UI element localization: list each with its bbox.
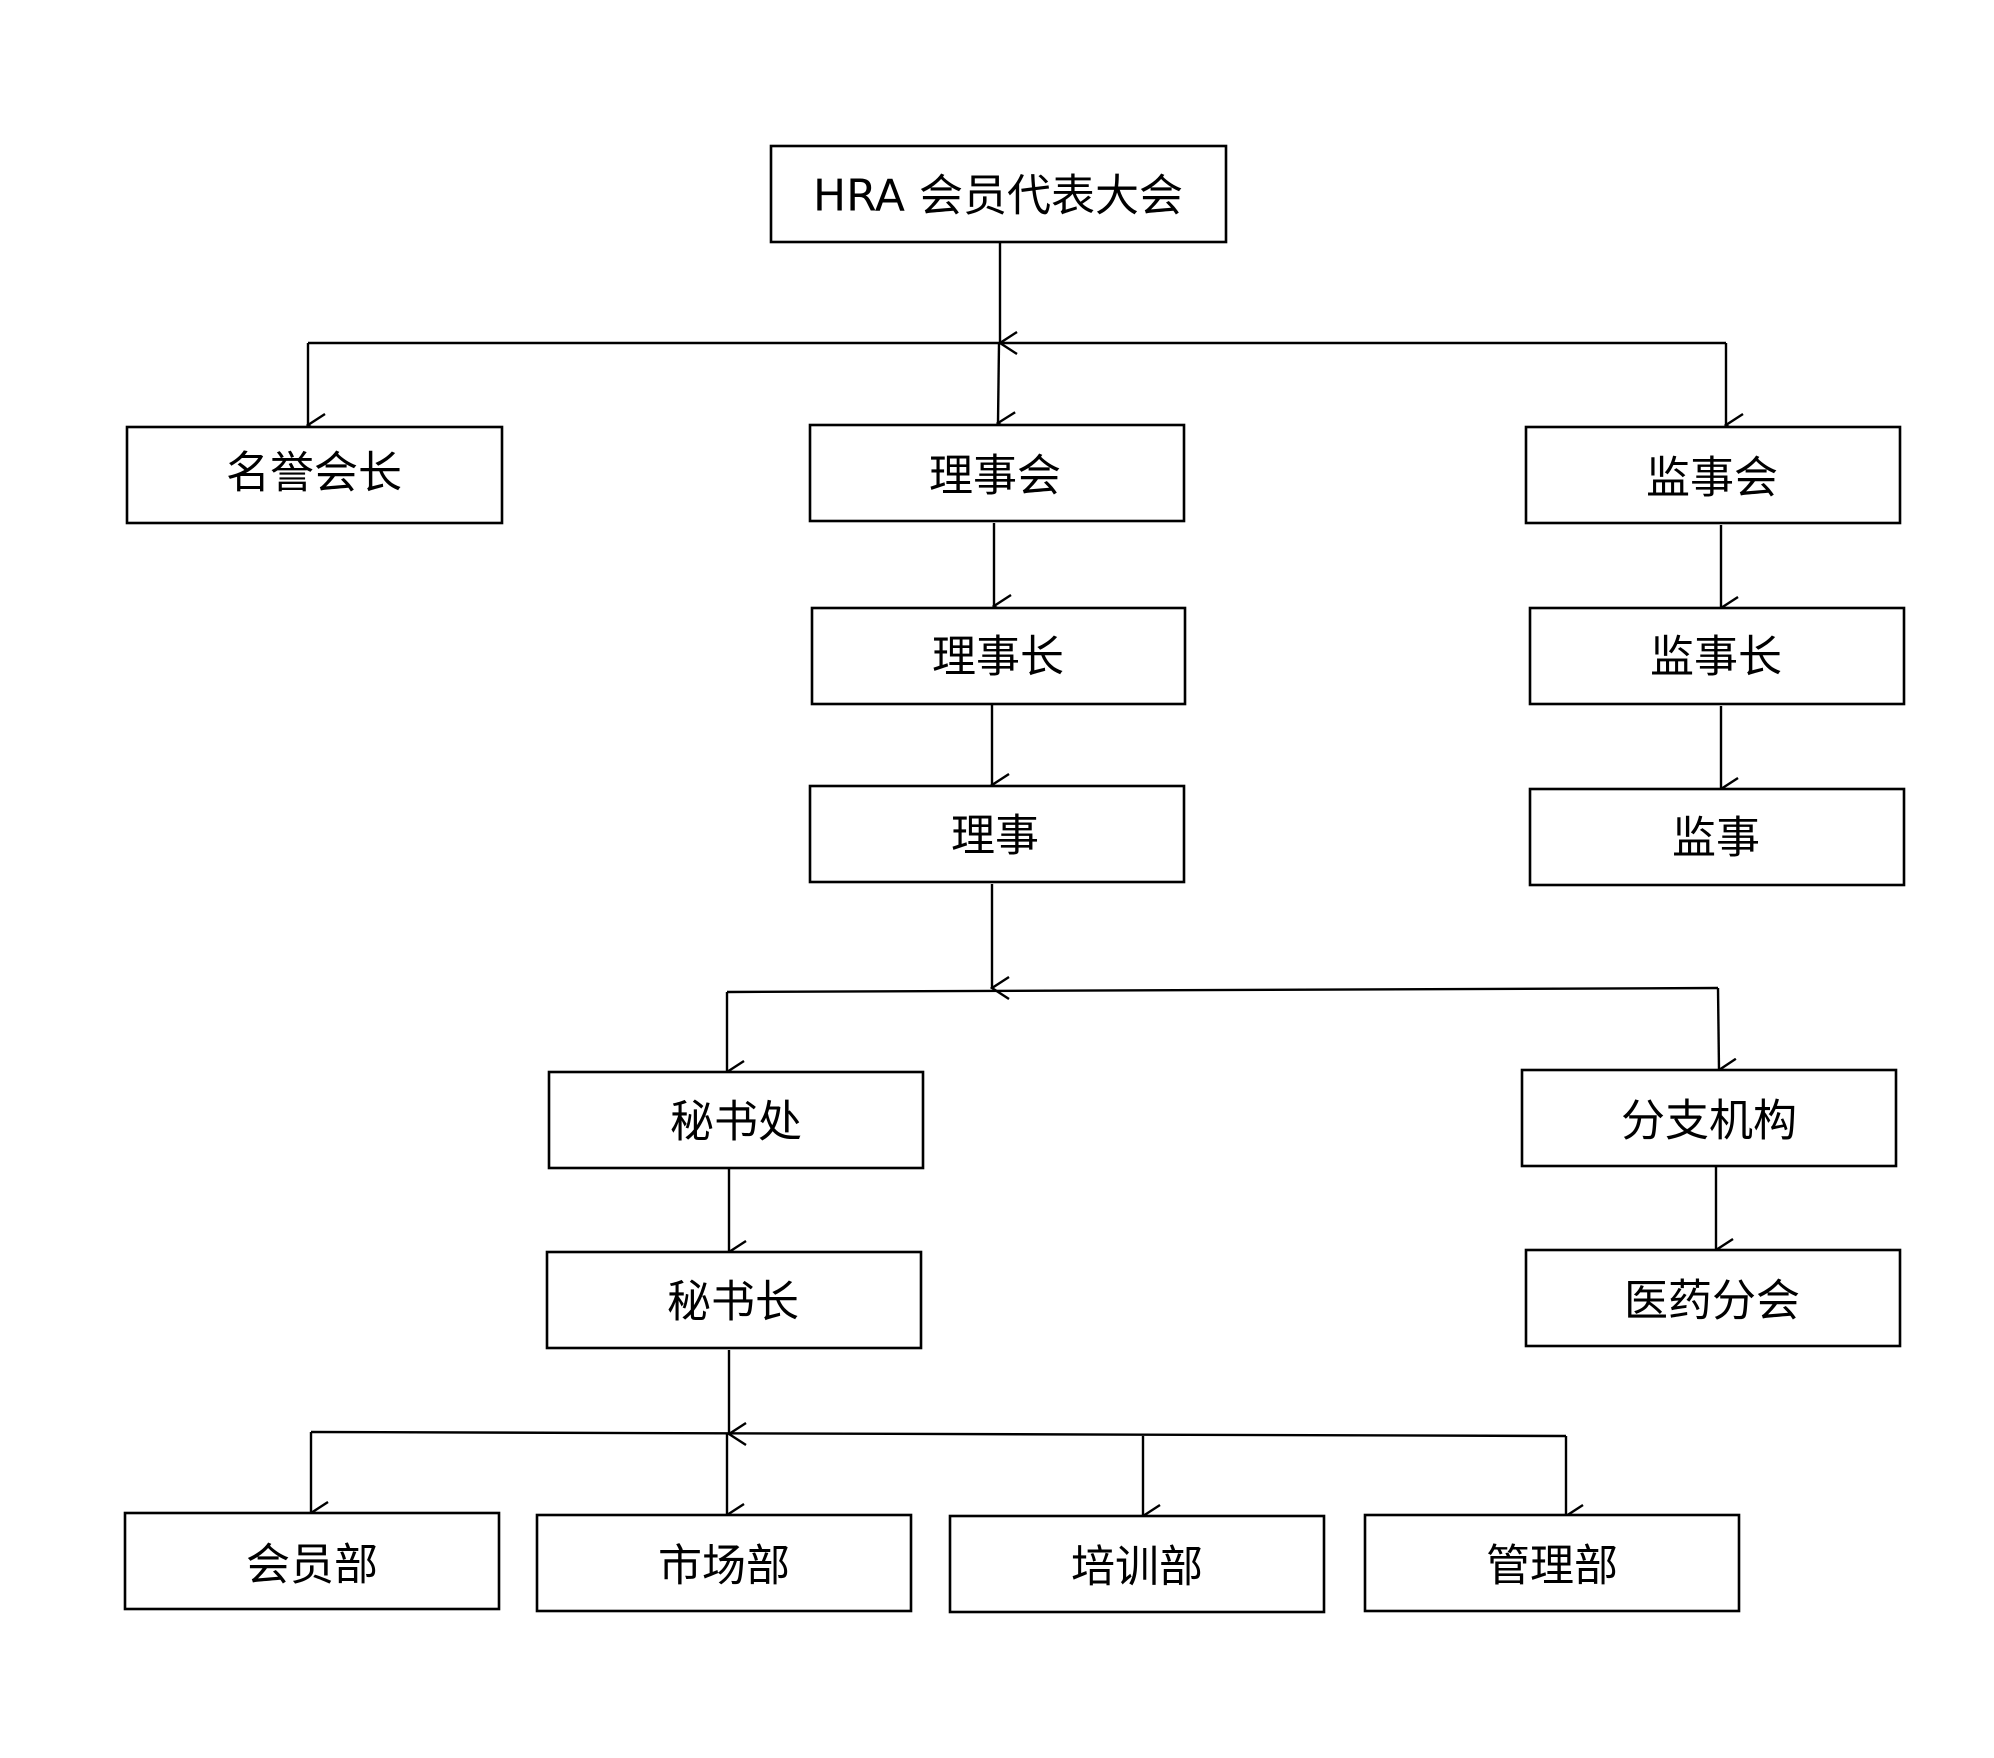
connector-to-council bbox=[998, 342, 999, 423]
node-management-dept[interactable]: 管理部 bbox=[1363, 1513, 1741, 1613]
node-supervisory-board[interactable]: 监事会 bbox=[1524, 425, 1902, 525]
node-medical-branch[interactable]: 医药分会 bbox=[1524, 1248, 1902, 1348]
node-marketing-dept[interactable]: 市场部 bbox=[535, 1513, 913, 1613]
node-branches[interactable]: 分支机构 bbox=[1520, 1068, 1898, 1168]
node-label: 名誉会长 bbox=[226, 448, 402, 499]
node-director[interactable]: 理事 bbox=[808, 784, 1186, 884]
node-supervisor[interactable]: 监事 bbox=[1528, 787, 1906, 887]
node-honorary-president[interactable]: 名誉会长 bbox=[125, 425, 504, 525]
node-label: 秘书长 bbox=[667, 1277, 799, 1328]
node-label: 秘书处 bbox=[670, 1097, 802, 1148]
node-label: 监事长 bbox=[1650, 632, 1782, 683]
node-label: HRA 会员代表大会 bbox=[813, 171, 1183, 222]
node-label: 监事会 bbox=[1646, 453, 1778, 504]
node-secretariat[interactable]: 秘书处 bbox=[547, 1070, 925, 1170]
node-congress[interactable]: HRA 会员代表大会 bbox=[769, 144, 1228, 244]
node-label: 理事长 bbox=[932, 632, 1064, 683]
connectors bbox=[308, 242, 1726, 1516]
bus-level-2 bbox=[726, 986, 1719, 994]
node-label: 管理部 bbox=[1486, 1541, 1618, 1592]
node-chairman[interactable]: 理事长 bbox=[810, 606, 1187, 706]
node-label: 培训部 bbox=[1071, 1542, 1203, 1593]
node-label: 分支机构 bbox=[1621, 1096, 1797, 1147]
node-label: 监事 bbox=[1672, 813, 1760, 864]
node-chief-supervisor[interactable]: 监事长 bbox=[1528, 606, 1906, 706]
node-label: 会员部 bbox=[246, 1540, 378, 1591]
node-label: 理事 bbox=[951, 811, 1039, 862]
node-label: 市场部 bbox=[658, 1541, 790, 1592]
node-council[interactable]: 理事会 bbox=[808, 423, 1186, 523]
node-label: 医药分会 bbox=[1624, 1276, 1800, 1327]
node-label: 理事会 bbox=[929, 451, 1061, 502]
bus-level-3 bbox=[310, 1430, 1567, 1438]
node-secretary-general[interactable]: 秘书长 bbox=[545, 1250, 923, 1350]
node-training-dept[interactable]: 培训部 bbox=[948, 1514, 1326, 1614]
connector-to-branches bbox=[1716, 987, 1719, 1070]
node-membership-dept[interactable]: 会员部 bbox=[123, 1511, 501, 1611]
